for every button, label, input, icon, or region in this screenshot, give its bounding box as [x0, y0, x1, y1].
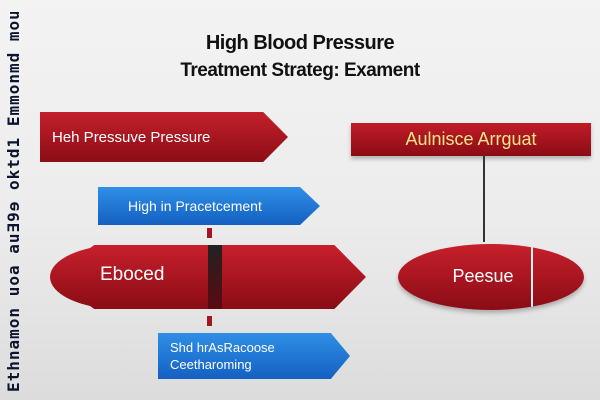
connector-line	[483, 156, 485, 242]
red-blob-divider	[208, 245, 222, 309]
red-blob-label: Eboced	[100, 264, 165, 285]
blue-arrow-pracetcement: High in Pracetcement	[98, 187, 320, 225]
vertical-side-text: Ethnamon uoa au∃9ɘ oktd1 Emmonmd moumo	[4, 12, 23, 392]
blue-arrow-lower-line1: Shd hrAsRacoose	[170, 340, 275, 355]
red-ellipse-label: Peesue	[452, 266, 514, 286]
blue-arrow-label: High in Pracetcement	[128, 198, 262, 214]
blue-arrow-lower: Shd hrAsRacoose Ceetharoming	[158, 333, 350, 379]
diagram-title-line1: High Blood Pressure	[205, 32, 395, 54]
red-blob-left-cap	[50, 245, 190, 309]
blue-arrow-lower-line2: Ceetharoming	[170, 357, 252, 372]
red-arrow-label: Heh Pressuve Pressure	[52, 128, 211, 146]
red-box-adjust: Aulnisce Arrguat	[351, 123, 591, 156]
ellipse-divider	[531, 244, 533, 310]
red-ellipse-shape: Peesue	[398, 244, 584, 310]
red-box-label: Aulnisce Arrguat	[405, 129, 537, 149]
red-arrow-high-pressure: Heh Pressuve Pressure	[40, 112, 288, 162]
diagram-title-line2: Treatment Strateg: Exament	[180, 60, 420, 81]
